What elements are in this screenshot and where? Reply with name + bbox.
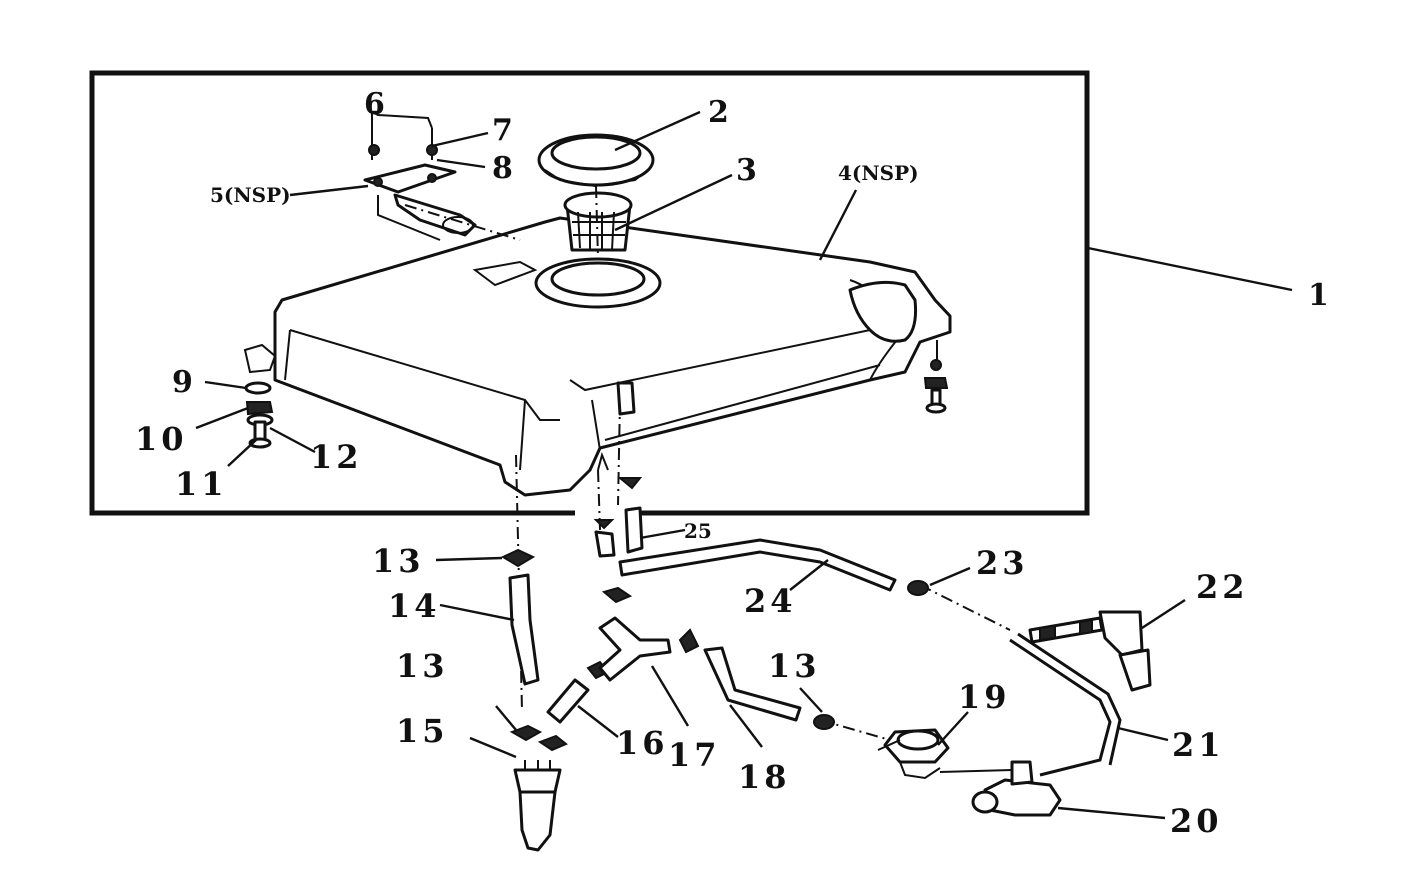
label-3: 3 [736,153,757,188]
hose-18 [703,646,802,722]
left-mount-hardware [244,381,274,449]
label-4: 4(NSP) [838,161,919,185]
fuel-tank-body [243,216,952,497]
label-19: 19 [958,678,1011,716]
return-outlet [597,381,643,490]
label-11: 11 [175,465,228,503]
fuel-line-21 [1009,632,1122,777]
label-18: 18 [738,758,791,796]
tank-assembly-frame [89,70,1090,516]
vent-elbow [593,506,644,558]
label-20: 20 [1170,802,1223,840]
label-16: 16 [616,724,669,762]
label-8: 8 [492,151,513,186]
label-2: 2 [708,95,729,130]
part-labels: 1 2 3 4(NSP) 5(NSP) 6 7 8 9 10 11 12 13 … [135,87,1329,840]
label-13-upper: 13 [372,542,425,580]
leader-lines [195,110,1293,820]
clamp-13-right [813,714,835,730]
clamp-18 [678,628,700,654]
label-10: 10 [135,420,188,458]
t-joint [598,586,672,682]
label-13-right: 13 [768,647,821,685]
fuel-cap [537,133,655,188]
hose-24 [618,538,897,592]
label-1: 1 [1308,278,1329,313]
label-13-lower: 13 [396,647,449,685]
clamp-13-lower [509,724,568,752]
clamp-13-upper [500,548,536,568]
label-14: 14 [388,587,441,625]
hose-16 [546,678,590,724]
right-mount-hardware [923,340,949,414]
label-5: 5(NSP) [210,183,291,207]
fuel-strainer [563,191,633,252]
label-12: 12 [310,438,363,476]
filler-neck [534,257,662,309]
label-9: 9 [172,365,193,400]
fuel-pump [877,728,950,780]
fuel-filter [513,760,562,852]
fuel-cock [939,760,1062,817]
label-22: 22 [1196,568,1249,606]
label-6: 6 [364,87,385,122]
label-15: 15 [396,712,449,750]
label-17: 17 [668,736,721,774]
fitting-22 [1028,610,1152,692]
label-7: 7 [492,113,513,148]
hose-14 [508,573,540,686]
label-23: 23 [976,544,1029,582]
label-25: 25 [684,519,712,543]
label-21: 21 [1172,726,1225,764]
clamp-23 [907,580,929,596]
label-24: 24 [744,582,797,620]
